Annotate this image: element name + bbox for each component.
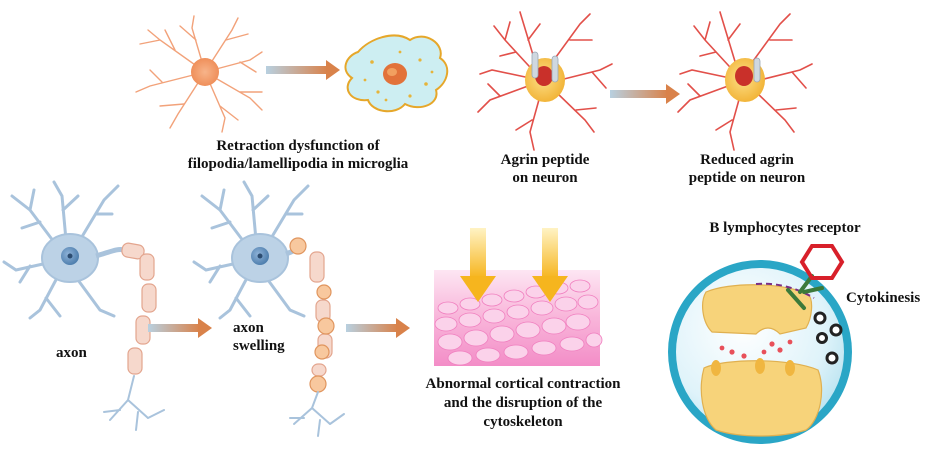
- arrow-axon: [148, 318, 212, 338]
- cytokinesis-label: Cytokinesis: [846, 290, 921, 306]
- microglia-label-line2: filopodia/lamellipodia in microglia: [187, 156, 409, 172]
- ramified-microglia: [135, 15, 263, 133]
- agrin-label-line1: Agrin peptide: [500, 152, 590, 168]
- cortical-label-line3: cytoskeleton: [483, 414, 563, 430]
- receptor-icon: [786, 274, 824, 310]
- arrow-agrin: [610, 84, 680, 104]
- down-arrow-right: [532, 228, 568, 302]
- arrow-swelling: [346, 318, 410, 338]
- amoeboid-microglia: [344, 34, 449, 113]
- antigen-hexagon-icon: [799, 244, 845, 280]
- microglia-label-line1: Retraction dysfunction of: [216, 138, 380, 154]
- neuron-axon: [2, 180, 165, 431]
- neuron-reduced-agrin: [677, 11, 813, 151]
- cortical-label-line2: and the disruption of the: [443, 395, 603, 411]
- neuron-agrin: [477, 11, 613, 151]
- reduced-label-line1: Reduced agrin: [700, 152, 794, 168]
- b-lymphocyte-label: B lymphocytes receptor: [709, 220, 861, 236]
- b-lymphocyte-cell: [668, 260, 852, 444]
- axon-swelling-label-line2: swelling: [233, 338, 285, 354]
- microglia-soma: [191, 58, 219, 86]
- arrow-microglia: [266, 60, 340, 80]
- down-arrow-left: [460, 228, 496, 302]
- neuron-axon-swelling: [192, 180, 345, 437]
- cortical-membrane: [434, 270, 603, 366]
- axon-label: axon: [56, 345, 87, 361]
- agrin-label-line2: on neuron: [512, 170, 578, 186]
- axon-swelling-label-line1: axon: [233, 320, 264, 336]
- reduced-label-line2: peptide on neuron: [688, 170, 806, 186]
- cortical-label-line1: Abnormal cortical contraction: [425, 376, 621, 392]
